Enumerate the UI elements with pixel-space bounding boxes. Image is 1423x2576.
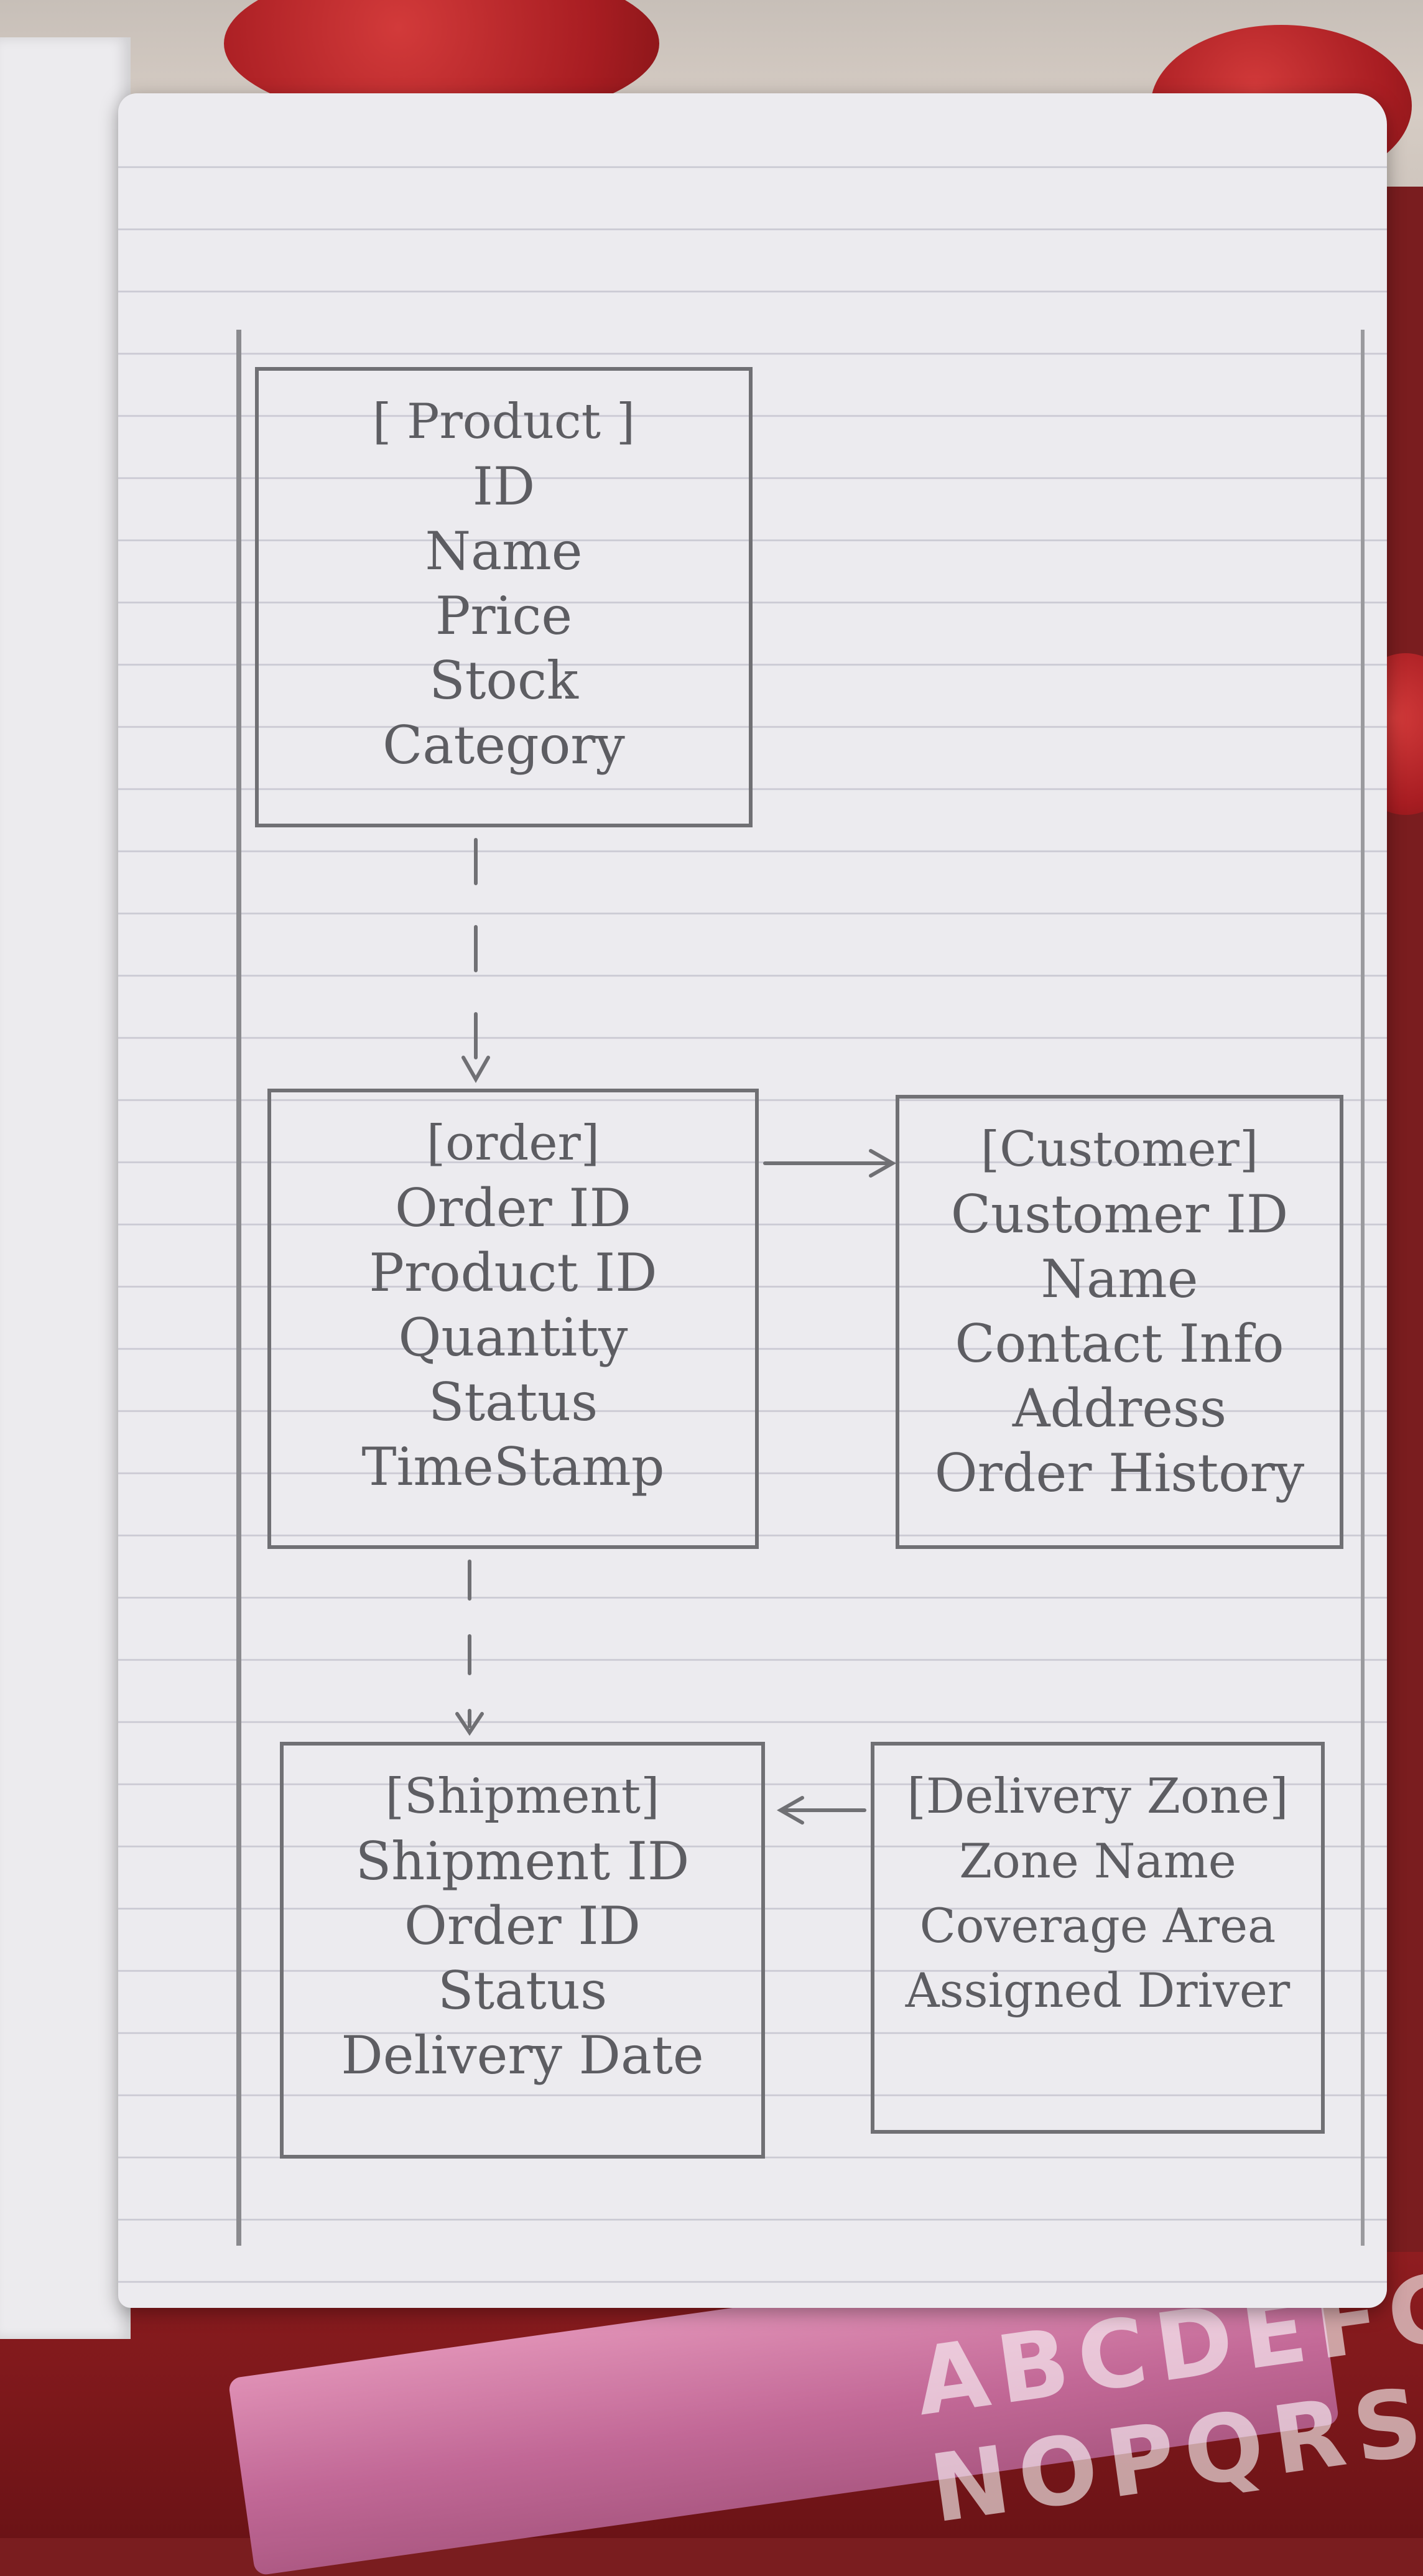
entity-title: [Customer] (980, 1122, 1259, 1178)
entity-field: Quantity (398, 1307, 628, 1368)
entity-field: TimeStamp (361, 1436, 665, 1497)
arrowhead (776, 1796, 804, 1825)
entity-delivery-zone: [Delivery Zone] Zone Name Coverage Area … (871, 1742, 1325, 2134)
entity-field: Shipment ID (355, 1831, 690, 1892)
entity-title: [order] (426, 1115, 600, 1171)
entity-field: Product ID (369, 1242, 657, 1303)
entity-product: [ Product ] ID Name Price Stock Category (255, 367, 753, 827)
entity-field: Assigned Driver (905, 1963, 1291, 2018)
entity-field: Delivery Date (341, 2025, 704, 2086)
entity-field: Customer ID (950, 1184, 1289, 1245)
entity-field: Name (1041, 1248, 1198, 1309)
entity-order: [order] Order ID Product ID Quantity Sta… (267, 1089, 759, 1549)
entity-field: Order ID (404, 1895, 641, 1956)
entity-shipment: [Shipment] Shipment ID Order ID Status D… (280, 1742, 765, 2159)
entity-field: Order ID (395, 1178, 631, 1239)
entity-field: Status (437, 1960, 608, 2021)
entity-field: Zone Name (959, 1833, 1236, 1889)
arrowhead (455, 1712, 484, 1736)
entity-title: [Delivery Zone] (907, 1769, 1289, 1825)
arrowhead (869, 1149, 897, 1178)
entity-title: [ Product ] (372, 394, 636, 450)
entity-field: Address (1012, 1378, 1227, 1439)
notebook-left-page (0, 37, 131, 2339)
entity-field: Category (382, 715, 625, 776)
entity-field: Order History (934, 1443, 1305, 1504)
entity-customer: [Customer] Customer ID Name Contact Info… (896, 1095, 1343, 1549)
entity-field: ID (472, 456, 535, 517)
entity-field: Contact Info (955, 1313, 1284, 1374)
entity-field: Status (428, 1372, 598, 1433)
page-border-frame (236, 330, 1365, 2246)
entity-field: Coverage Area (919, 1898, 1276, 1953)
entity-title: [Shipment] (385, 1769, 660, 1825)
arrowhead (461, 1056, 490, 1084)
notebook-page (118, 93, 1387, 2308)
entity-field: Price (435, 585, 573, 646)
entity-field: Stock (429, 650, 578, 711)
entity-field: Name (425, 521, 583, 582)
